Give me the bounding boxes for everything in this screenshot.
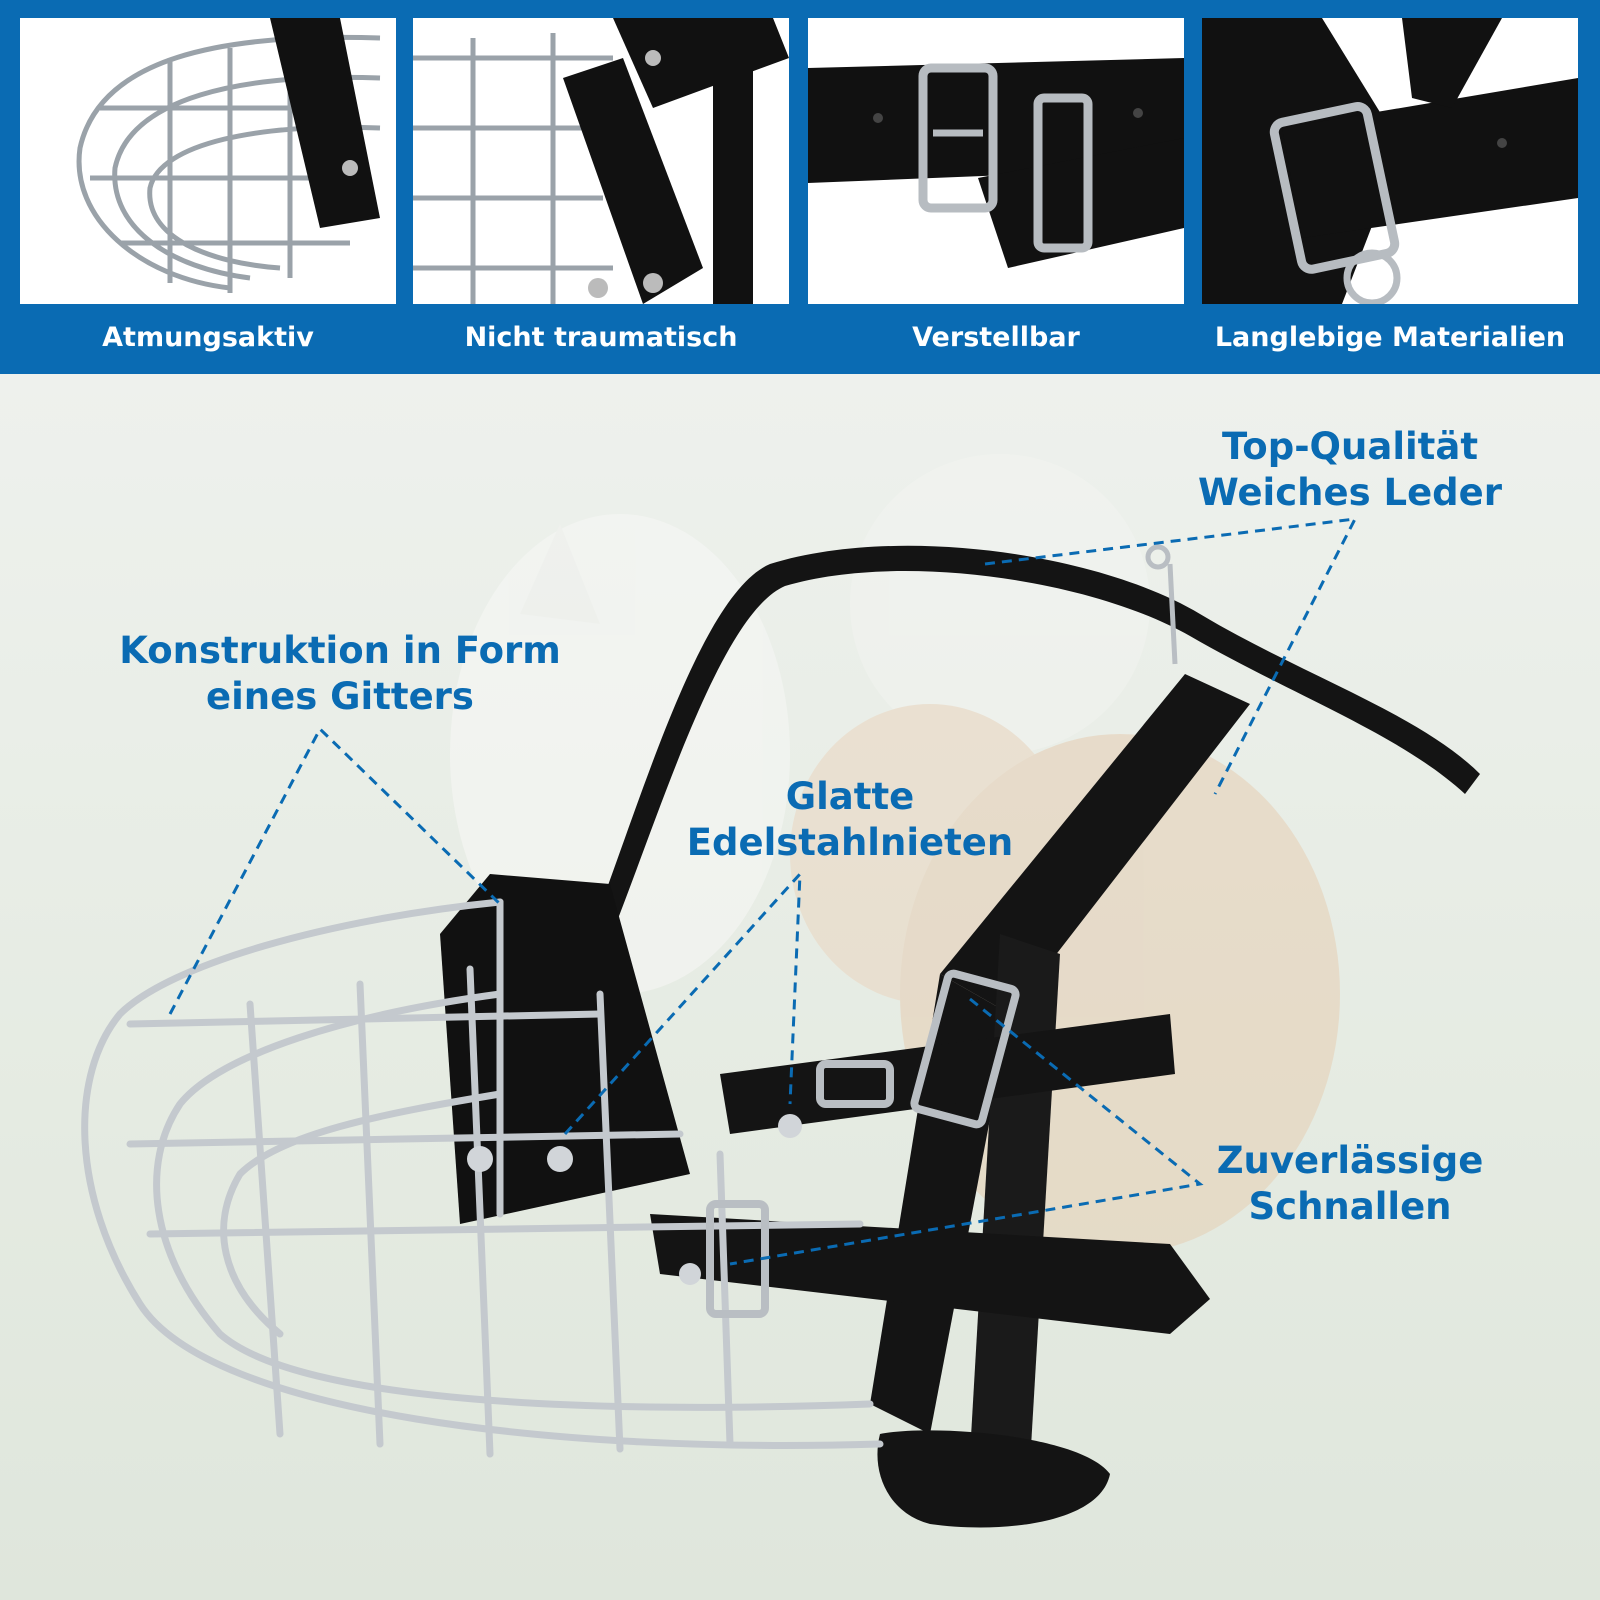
feature-band: Atmungsaktiv Nicht traumatisch Verstellb… [0, 0, 1600, 374]
callout-quality-line1: Top-Qualität [1221, 425, 1479, 468]
feature-label-breathable: Atmungsaktiv [102, 322, 314, 353]
buckle-icon [808, 58, 1184, 268]
callout-buckles-line2: Schnallen [1248, 1185, 1452, 1228]
callout-rivets-line2: Edelstahlnieten [686, 821, 1014, 864]
callout-construction-line1: Konstruktion in Form [119, 629, 561, 672]
feature-label-non-traumatic: Nicht traumatisch [464, 322, 738, 353]
callout-buckles: Zuverlässige Schnallen [1180, 1138, 1520, 1230]
feature-image-non-traumatic [413, 18, 789, 304]
feature-image-adjustable [808, 18, 1184, 304]
feature-label-durable: Langlebige Materialien [1214, 322, 1566, 353]
feature-image-breathable [20, 18, 396, 304]
feature-image-durable [1202, 18, 1578, 304]
callout-construction: Konstruktion in Form eines Gitters [100, 628, 580, 720]
product-hero: Top-Qualität Weiches Leder Konstruktion … [0, 374, 1600, 1600]
callout-rivets-line1: Glatte [785, 775, 915, 818]
wire-cage-icon [76, 18, 381, 293]
muzzle-illustration [81, 454, 1480, 1528]
padded-strap-icon [413, 18, 789, 304]
callout-rivets: Glatte Edelstahlnieten [670, 774, 1030, 866]
strap-ring-icon [1202, 18, 1578, 304]
callout-construction-line2: eines Gitters [206, 675, 474, 718]
feature-label-adjustable: Verstellbar [912, 322, 1080, 353]
callout-quality: Top-Qualität Weiches Leder [1140, 424, 1560, 516]
callout-quality-line2: Weiches Leder [1197, 471, 1503, 514]
callout-buckles-line1: Zuverlässige [1216, 1139, 1484, 1182]
